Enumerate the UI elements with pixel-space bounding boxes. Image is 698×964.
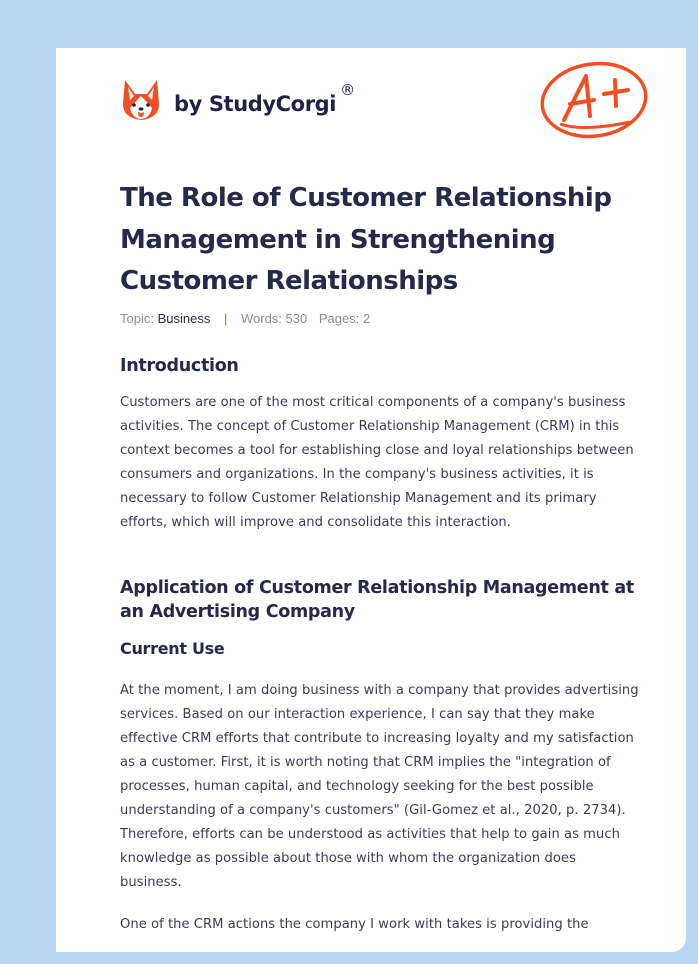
pages-label: Pages: [318, 311, 360, 326]
words-label: Words: [240, 311, 282, 326]
subheading-current-use: Current Use [120, 639, 225, 658]
registered-mark: ® [340, 81, 356, 99]
section-heading-introduction: Introduction [120, 356, 239, 376]
topic-value[interactable]: Business [157, 311, 211, 326]
pages-value: 2 [362, 311, 371, 326]
paragraph: At the moment, I am doing business with … [120, 683, 639, 890]
section-heading-application: Application of Customer Relationship Man… [120, 578, 634, 622]
document-title: The Role of Customer Relationship Manage… [120, 183, 612, 296]
paragraph: One of the CRM actions the company I wor… [120, 917, 589, 932]
corgi-logo-icon [123, 80, 159, 120]
document-meta: Topic: Business | Words: 530 Pages: 2 [120, 311, 370, 326]
brand-name: by StudyCorgi [174, 92, 337, 116]
document-page: by StudyCorgi ® The Role of Customer Rel… [56, 48, 686, 952]
a-plus-grade-icon [540, 61, 648, 139]
paragraph: Customers are one of the most critical c… [120, 395, 634, 530]
topic-label: Topic: [120, 311, 154, 326]
brand-logo[interactable]: by StudyCorgi ® [122, 76, 355, 124]
meta-separator: | [223, 311, 228, 326]
words-value: 530 [285, 311, 308, 326]
